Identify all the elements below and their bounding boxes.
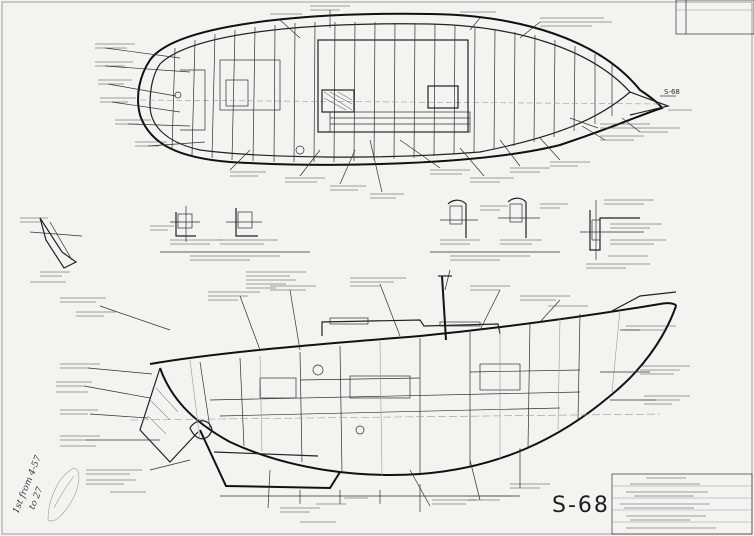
deck-edge-detail (580, 199, 666, 269)
hull-profile-view (56, 269, 690, 523)
drawing-number: S-68 (552, 493, 610, 518)
frame-detail-2 (220, 208, 278, 245)
title-block (611, 473, 753, 535)
pencil-hull-sketch (47, 467, 80, 522)
hull-plan-view (95, 5, 692, 199)
rudder-fitting-detail (20, 217, 83, 283)
frame-detail-1 (150, 206, 222, 245)
section-details (20, 197, 666, 283)
revision-block (675, 0, 754, 35)
frame-detail-4 (498, 197, 568, 245)
plan-number-label: S-68 (664, 88, 680, 96)
pencil-note: 1st from 4-57 to 27 (12, 454, 80, 522)
frame-detail-3 (440, 199, 508, 245)
